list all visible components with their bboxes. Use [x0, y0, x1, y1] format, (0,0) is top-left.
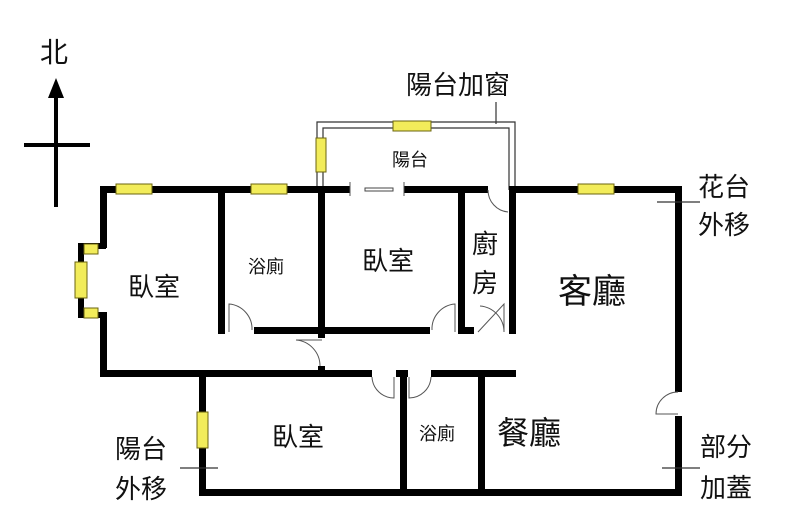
annotation-partial-2: 加蓋	[700, 474, 752, 504]
north-label: 北	[40, 36, 68, 69]
north-arrow-icon	[48, 78, 64, 98]
annotation-balcony-window: 陽台加窗	[406, 71, 510, 101]
room-label-dining-room: 餐廳	[497, 414, 561, 452]
balcony-frame	[315, 102, 516, 190]
windows	[74, 182, 615, 449]
walls	[78, 186, 682, 496]
room-label-bathroom-south: 浴廁	[419, 423, 455, 445]
annotation-balcony-out-2: 外移	[115, 475, 167, 505]
room-label-bedroom-south: 臥室	[272, 423, 324, 453]
room-label-bedroom-middle: 臥室	[362, 247, 414, 277]
annotation-balcony-out-1: 陽台	[115, 435, 167, 465]
room-label-kitchen-2: 房	[472, 269, 498, 299]
room-label-bedroom-west: 臥室	[128, 273, 180, 303]
north-compass: 北	[24, 36, 90, 207]
annotation-planter-1: 花台	[698, 173, 750, 203]
window	[392, 120, 432, 132]
room-label-kitchen-1: 廚	[472, 230, 498, 260]
annotation-planter-2: 外移	[698, 211, 750, 241]
doors	[228, 189, 679, 415]
room-label-balcony: 陽台	[392, 150, 428, 171]
room-label-living-room: 客廳	[558, 272, 626, 312]
annotation-partial-1: 部分	[700, 433, 752, 463]
leader-lines	[180, 201, 700, 469]
room-label-bathroom-north: 浴廁	[248, 256, 284, 278]
window	[315, 137, 327, 173]
